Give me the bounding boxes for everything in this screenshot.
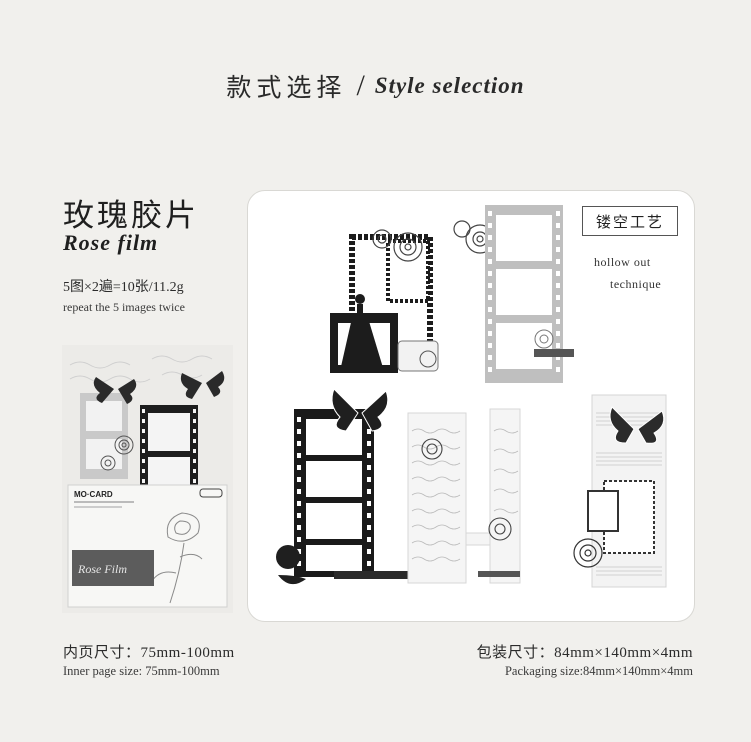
product-name-en: Rose film — [63, 230, 159, 255]
package-size-cn: 包装尺寸：84mm×140mm×4mm — [476, 645, 693, 661]
sticker-illustration — [276, 205, 667, 588]
product-spec-cn: 5图×2遍=10张/11.2g — [63, 280, 184, 295]
inner-size-cn: 内页尺寸：75mm-100mm — [63, 645, 235, 661]
header-title-cn: 款式选择 — [226, 73, 347, 102]
header-slash: / — [356, 69, 365, 102]
package-brand: MO·CARD — [74, 490, 113, 499]
inner-size-en: Inner page size: 75mm-100mm — [63, 664, 220, 678]
package-size-en: Packaging size:84mm×140mm×4mm — [504, 664, 693, 678]
technique-note-line1: hollow out — [594, 255, 651, 269]
package-label: Rose Film — [77, 562, 127, 576]
package-illustration: MO·CARD Rose Film — [62, 345, 233, 613]
hollow-technique-badge: 镂空工艺 — [582, 206, 678, 236]
header-title-en: Style selection — [374, 73, 525, 98]
technique-note-line2: technique — [610, 277, 662, 291]
sticker-panel: 镂空工艺 hollow out technique — [247, 190, 695, 622]
product-spec-en: repeat the 5 images twice — [63, 300, 185, 314]
section-header: 款式选择 / Style selection — [0, 66, 751, 106]
package-image: MO·CARD Rose Film — [62, 345, 233, 613]
product-name-cn: 玫瑰胶片 — [63, 198, 199, 234]
